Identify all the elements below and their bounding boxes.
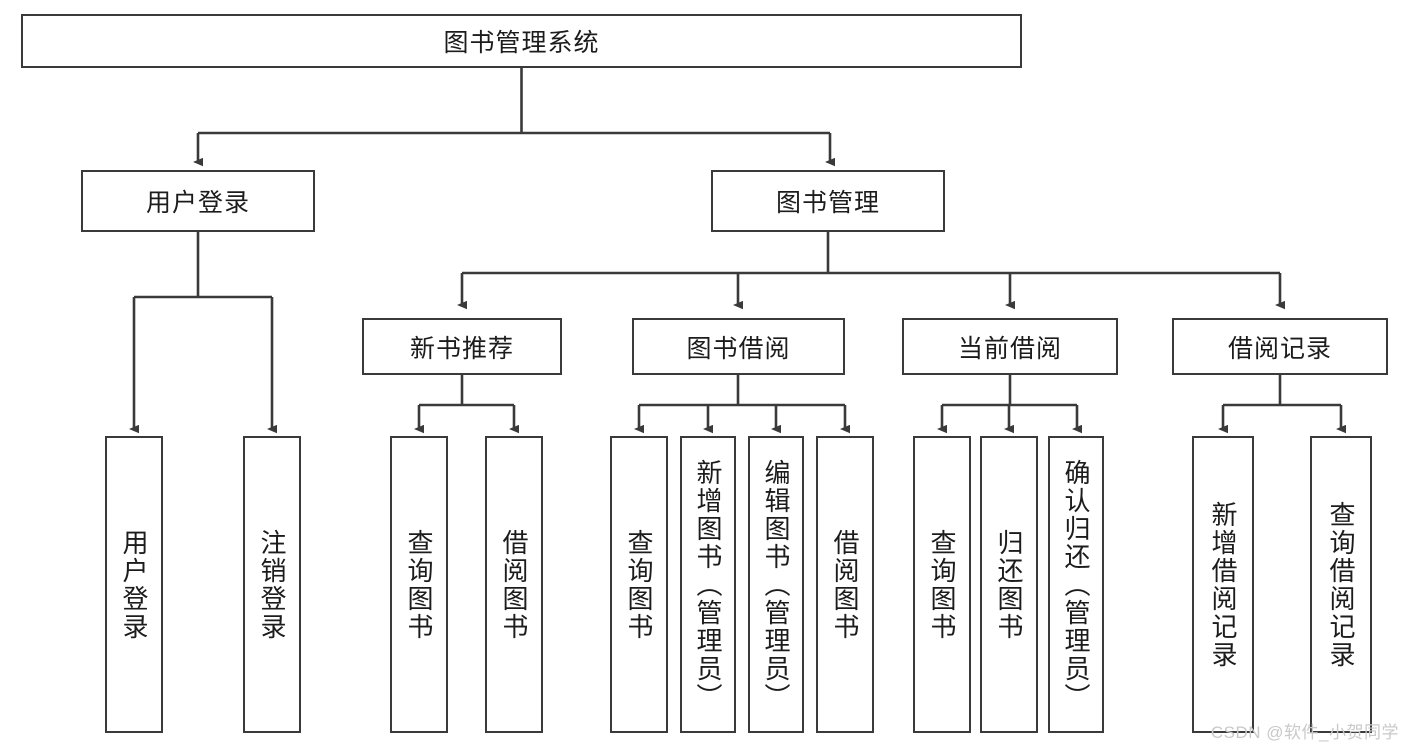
leaf-query-record-label: 查询借阅记录 bbox=[1326, 500, 1357, 669]
leaf-query-book-3[interactable]: 查询图书 bbox=[913, 436, 971, 733]
leaf-borrow-book-2[interactable]: 借阅图书 bbox=[816, 436, 874, 733]
node-root[interactable]: 图书管理系统 bbox=[21, 14, 1022, 68]
leaf-query-book-1-label: 查询图书 bbox=[404, 528, 435, 641]
node-book-borrow[interactable]: 图书借阅 bbox=[632, 318, 845, 375]
leaf-query-book-2-label: 查询图书 bbox=[624, 528, 655, 641]
node-new-book-recommend[interactable]: 新书推荐 bbox=[362, 318, 562, 375]
node-user-login-label: 用户登录 bbox=[145, 189, 250, 217]
node-new-book-recommend-label: 新书推荐 bbox=[409, 334, 514, 363]
node-borrow-record[interactable]: 借阅记录 bbox=[1172, 318, 1388, 375]
node-root-label: 图书管理系统 bbox=[443, 29, 600, 57]
leaf-add-record[interactable]: 新增借阅记录 bbox=[1192, 436, 1254, 733]
leaf-logout-login-label: 注销登录 bbox=[257, 528, 288, 641]
leaf-borrow-book-1[interactable]: 借阅图书 bbox=[485, 436, 543, 733]
node-current-borrow-label: 当前借阅 bbox=[957, 334, 1062, 363]
node-book-manage-label: 图书管理 bbox=[775, 189, 880, 217]
node-book-borrow-label: 图书借阅 bbox=[686, 334, 791, 363]
node-borrow-record-label: 借阅记录 bbox=[1227, 334, 1332, 363]
leaf-user-login-label: 用户登录 bbox=[119, 528, 150, 641]
node-book-manage[interactable]: 图书管理 bbox=[711, 170, 945, 232]
leaf-return-book[interactable]: 归还图书 bbox=[980, 436, 1038, 733]
node-current-borrow[interactable]: 当前借阅 bbox=[902, 318, 1118, 375]
csdn-watermark: CSDN @软件_小贺同学 bbox=[1210, 723, 1399, 742]
leaf-add-book[interactable]: 新增图书（管理员） bbox=[680, 436, 736, 733]
leaf-add-book-label: 新增图书（管理员） bbox=[693, 458, 724, 711]
leaf-confirm-return[interactable]: 确认归还（管理员） bbox=[1048, 436, 1104, 733]
leaf-query-record[interactable]: 查询借阅记录 bbox=[1310, 436, 1372, 733]
leaf-borrow-book-1-label: 借阅图书 bbox=[499, 528, 530, 641]
leaf-borrow-book-2-label: 借阅图书 bbox=[830, 528, 861, 641]
leaf-logout-login[interactable]: 注销登录 bbox=[243, 436, 301, 733]
leaf-query-book-1[interactable]: 查询图书 bbox=[390, 436, 448, 733]
leaf-confirm-return-label: 确认归还（管理员） bbox=[1061, 458, 1092, 711]
leaf-return-book-label: 归还图书 bbox=[994, 528, 1025, 641]
leaf-add-record-label: 新增借阅记录 bbox=[1208, 500, 1239, 669]
leaf-query-book-2[interactable]: 查询图书 bbox=[610, 436, 668, 733]
node-user-login[interactable]: 用户登录 bbox=[81, 170, 315, 232]
leaf-edit-book-label: 编辑图书（管理员） bbox=[761, 458, 792, 711]
leaf-edit-book[interactable]: 编辑图书（管理员） bbox=[748, 436, 804, 733]
leaf-user-login[interactable]: 用户登录 bbox=[105, 436, 163, 733]
leaf-query-book-3-label: 查询图书 bbox=[927, 528, 958, 641]
